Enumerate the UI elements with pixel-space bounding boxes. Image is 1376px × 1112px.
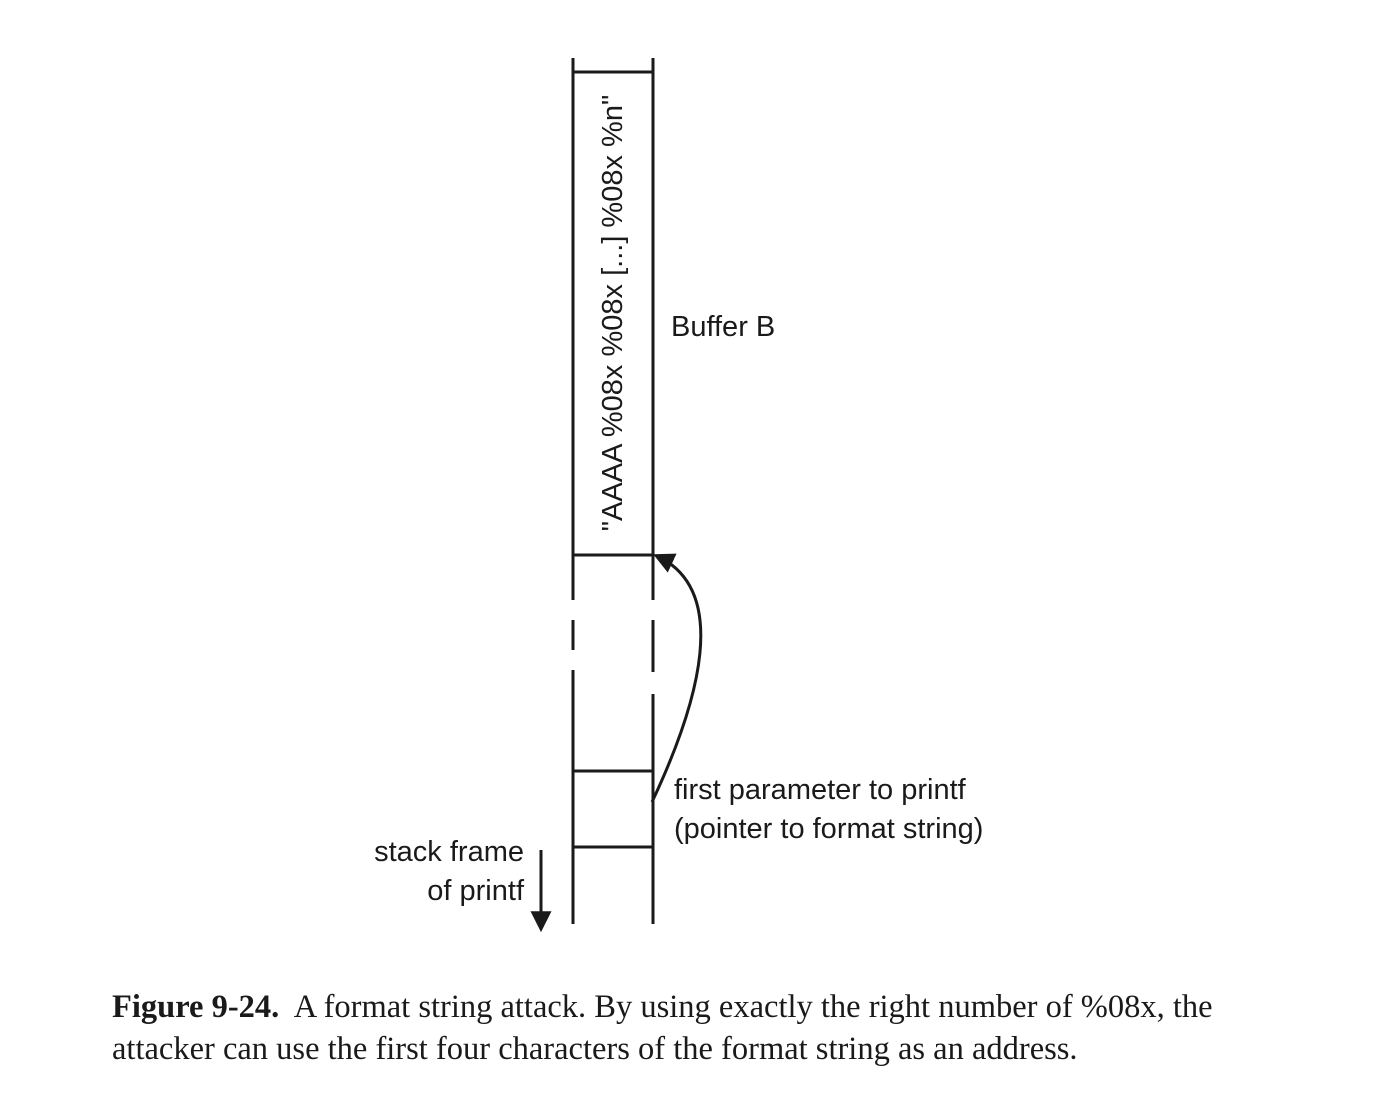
figure-caption-label: Figure 9-24. [112,989,280,1025]
stack-label-line2: of printf [427,875,525,907]
buffer-label: Buffer B [671,311,775,343]
figure-caption: Figure 9-24. A format string attack. By … [112,986,1312,1070]
pointer-label-line2: (pointer to format string) [674,813,983,845]
stack-gap-dashes [571,620,655,704]
pointer-arrow [650,553,703,803]
buffer-string-text: "AAAA %08x %08x [...] %08x %n" [597,95,629,531]
figure-caption-text: A format string attack. By using exactly… [112,989,1213,1067]
pointer-label-line1: first parameter to printf [674,774,967,806]
stack-label-line1: stack frame [374,836,524,868]
